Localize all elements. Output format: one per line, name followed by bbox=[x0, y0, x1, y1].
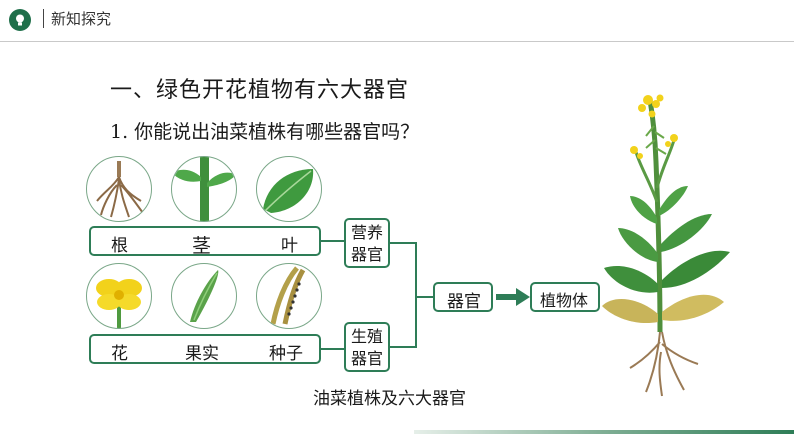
leaf-image bbox=[256, 156, 322, 222]
section-title: 新知探究 bbox=[51, 10, 112, 28]
plant-body-box: 植物体 bbox=[530, 282, 600, 312]
bracket-line bbox=[415, 242, 417, 348]
organ-seed: 种子 bbox=[269, 344, 303, 364]
fruit-image bbox=[171, 263, 237, 329]
arrow-right-icon bbox=[496, 288, 530, 306]
organ-label: 器官 bbox=[447, 292, 481, 312]
reproductive-label-top: 生殖 bbox=[350, 327, 383, 346]
question-text: 1. 你能说出油菜植株有哪些器官吗？ bbox=[110, 121, 420, 143]
decorative-bottom-line bbox=[414, 430, 794, 434]
vegetative-label-bottom: 器官 bbox=[350, 245, 383, 264]
connector-line bbox=[321, 348, 344, 350]
plant-body-label: 植物体 bbox=[540, 291, 589, 310]
lightbulb-icon bbox=[9, 9, 31, 31]
row2-organs-box: 花 果实 种子 bbox=[89, 334, 321, 364]
figure-caption: 油菜植株及六大器官 bbox=[313, 389, 466, 409]
row1-organs-box: 根 茎 叶 bbox=[89, 226, 321, 257]
reproductive-organs-box: 生殖 器官 bbox=[344, 322, 390, 372]
rapeseed-plant-image bbox=[602, 94, 730, 397]
connector-line bbox=[321, 240, 344, 242]
header-separator bbox=[43, 9, 44, 28]
organ-flower: 花 bbox=[111, 344, 128, 364]
vegetative-organs-box: 营养 器官 bbox=[344, 218, 390, 268]
organ-stem: 茎 bbox=[192, 235, 212, 257]
root-image bbox=[86, 156, 152, 222]
vegetative-label-top: 营养 bbox=[350, 223, 383, 242]
page-heading: 一、绿色开花植物有六大器官 bbox=[110, 78, 410, 103]
organ-leaf: 叶 bbox=[281, 236, 298, 256]
header-divider bbox=[0, 41, 794, 42]
connector-line bbox=[390, 242, 417, 244]
connector-line bbox=[390, 346, 417, 348]
reproductive-label-bottom: 器官 bbox=[350, 349, 383, 368]
stem-image bbox=[171, 156, 237, 222]
connector-line bbox=[415, 296, 433, 298]
flower-image bbox=[86, 263, 152, 329]
organ-root: 根 bbox=[111, 236, 128, 256]
organ-fruit: 果实 bbox=[185, 344, 219, 364]
organ-box: 器官 bbox=[433, 282, 493, 312]
seed-image bbox=[256, 263, 322, 329]
